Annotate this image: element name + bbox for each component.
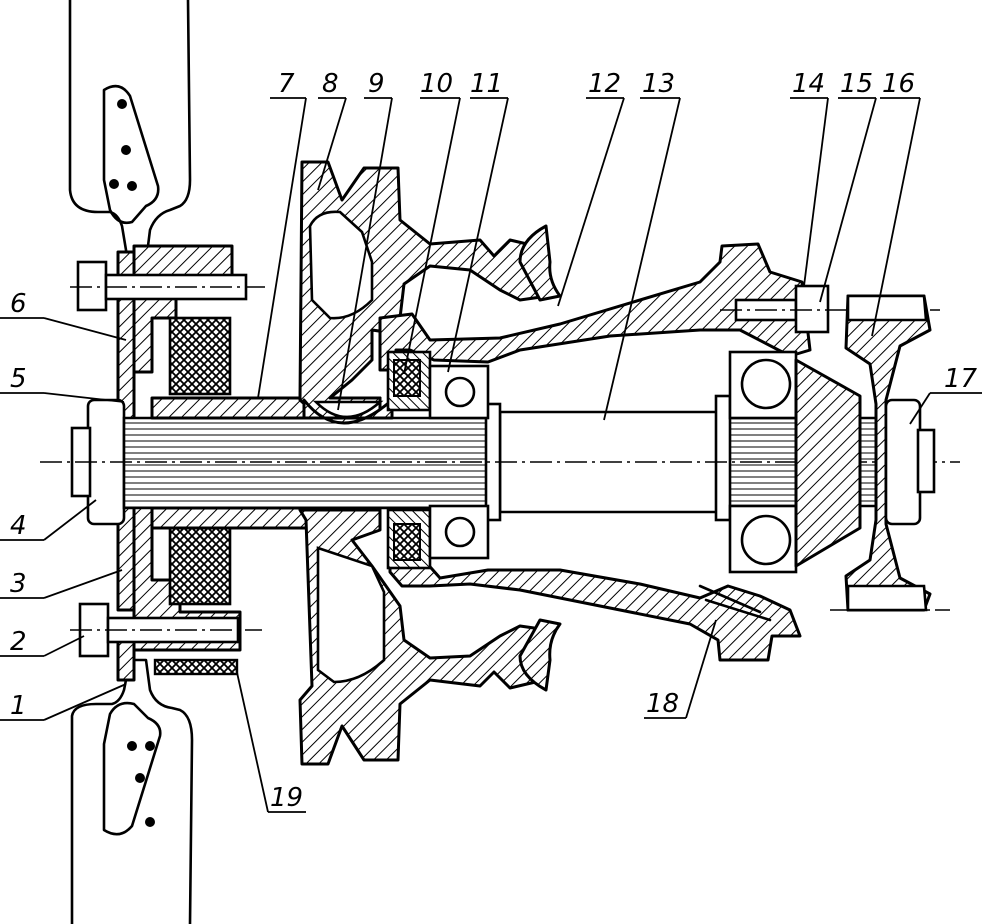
callout-12: 12 [588,69,621,99]
callout-8: 8 [322,69,339,99]
bolt-upper [70,260,265,312]
callout-15: 15 [840,69,873,99]
bolt-lower [70,602,262,658]
rubber-damper-upper [168,316,232,396]
fan-blade-upper [68,0,192,264]
callout-5: 5 [10,364,27,394]
grease-channel [698,584,772,622]
callout-13: 13 [642,69,675,99]
callout-11: 11 [470,69,503,99]
callout-17: 17 [944,364,978,394]
callout-1: 1 [10,691,27,721]
callout-18: 18 [646,689,679,719]
callout-19: 19 [270,783,303,813]
pump-housing [378,224,812,692]
callout-16: 16 [882,69,915,99]
callout-10: 10 [420,69,453,99]
leader-lines [0,97,982,813]
rear-nut [884,398,922,526]
rear-bearing [728,350,862,574]
v-belt-pulley [298,160,550,766]
callout-4: 4 [10,511,27,541]
callout-labels: 6 5 4 3 2 1 19 7 8 9 10 11 12 13 14 15 1… [10,69,978,813]
callout-7: 7 [278,69,295,99]
callout-3: 3 [10,569,27,599]
fan-blade-lower [70,658,194,924]
callout-2: 2 [10,627,27,657]
callout-9: 9 [368,69,385,99]
drive-pulley [830,294,950,612]
callout-14: 14 [792,69,825,99]
seal-bearing-front [386,350,490,570]
rubber-damper-lower [168,526,232,606]
callout-6: 6 [10,289,27,319]
